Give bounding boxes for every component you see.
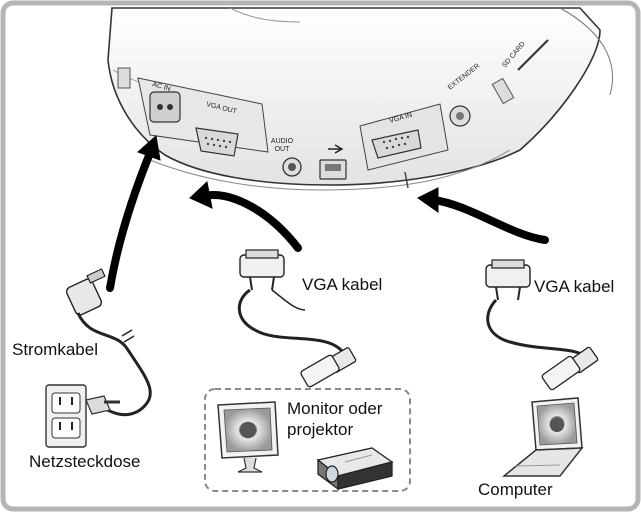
monitor-label-line1: Monitor oder bbox=[287, 399, 383, 418]
audio-out-jack bbox=[282, 157, 302, 177]
power-arrow bbox=[106, 149, 154, 292]
device-base: AC IN VGA OUT AUDIO OUT VGA IN EXTENDER … bbox=[107, 7, 614, 191]
audio-out-label-line2: OUT bbox=[275, 146, 291, 153]
vga-connector-right-bottom bbox=[541, 346, 599, 391]
vga-out-arrow bbox=[199, 191, 302, 252]
monitor-illustration bbox=[217, 401, 279, 473]
wall-socket-label: Netzsteckdose bbox=[29, 452, 141, 471]
vga-cable-right bbox=[485, 259, 599, 391]
vga-in-arrowhead bbox=[417, 187, 439, 213]
audio-out-label-line1: AUDIO bbox=[271, 138, 294, 145]
vga-connector-right-top bbox=[485, 259, 531, 301]
vga-cable-left bbox=[237, 249, 357, 388]
vga-connector-left-bottom bbox=[300, 347, 357, 388]
usb-port bbox=[319, 144, 347, 180]
laptop-illustration bbox=[501, 397, 584, 477]
ac-in-label: AC IN bbox=[151, 81, 171, 93]
computer-label: Computer bbox=[478, 480, 553, 499]
vga-out-arrowhead bbox=[189, 181, 213, 209]
power-arrowhead bbox=[137, 135, 161, 161]
display-devices-box bbox=[204, 388, 411, 492]
power-cable bbox=[65, 268, 152, 417]
vga-cable-left-label: VGA kabel bbox=[302, 275, 383, 294]
monitor-label-line2: projektor bbox=[287, 420, 354, 439]
vga-out-port bbox=[195, 127, 239, 157]
wall-socket-illustration bbox=[45, 384, 120, 448]
projector-illustration bbox=[316, 447, 394, 491]
ac-in-port bbox=[149, 91, 181, 123]
vga-in-port bbox=[371, 129, 422, 159]
vga-cable-right-label: VGA kabel bbox=[534, 277, 615, 296]
extender-port bbox=[449, 105, 471, 127]
power-cable-label: Stromkabel bbox=[12, 340, 98, 359]
vga-in-arrow bbox=[430, 196, 549, 244]
vga-connector-left-top bbox=[239, 249, 285, 291]
power-plug bbox=[65, 268, 106, 316]
connection-arrows bbox=[106, 135, 549, 292]
